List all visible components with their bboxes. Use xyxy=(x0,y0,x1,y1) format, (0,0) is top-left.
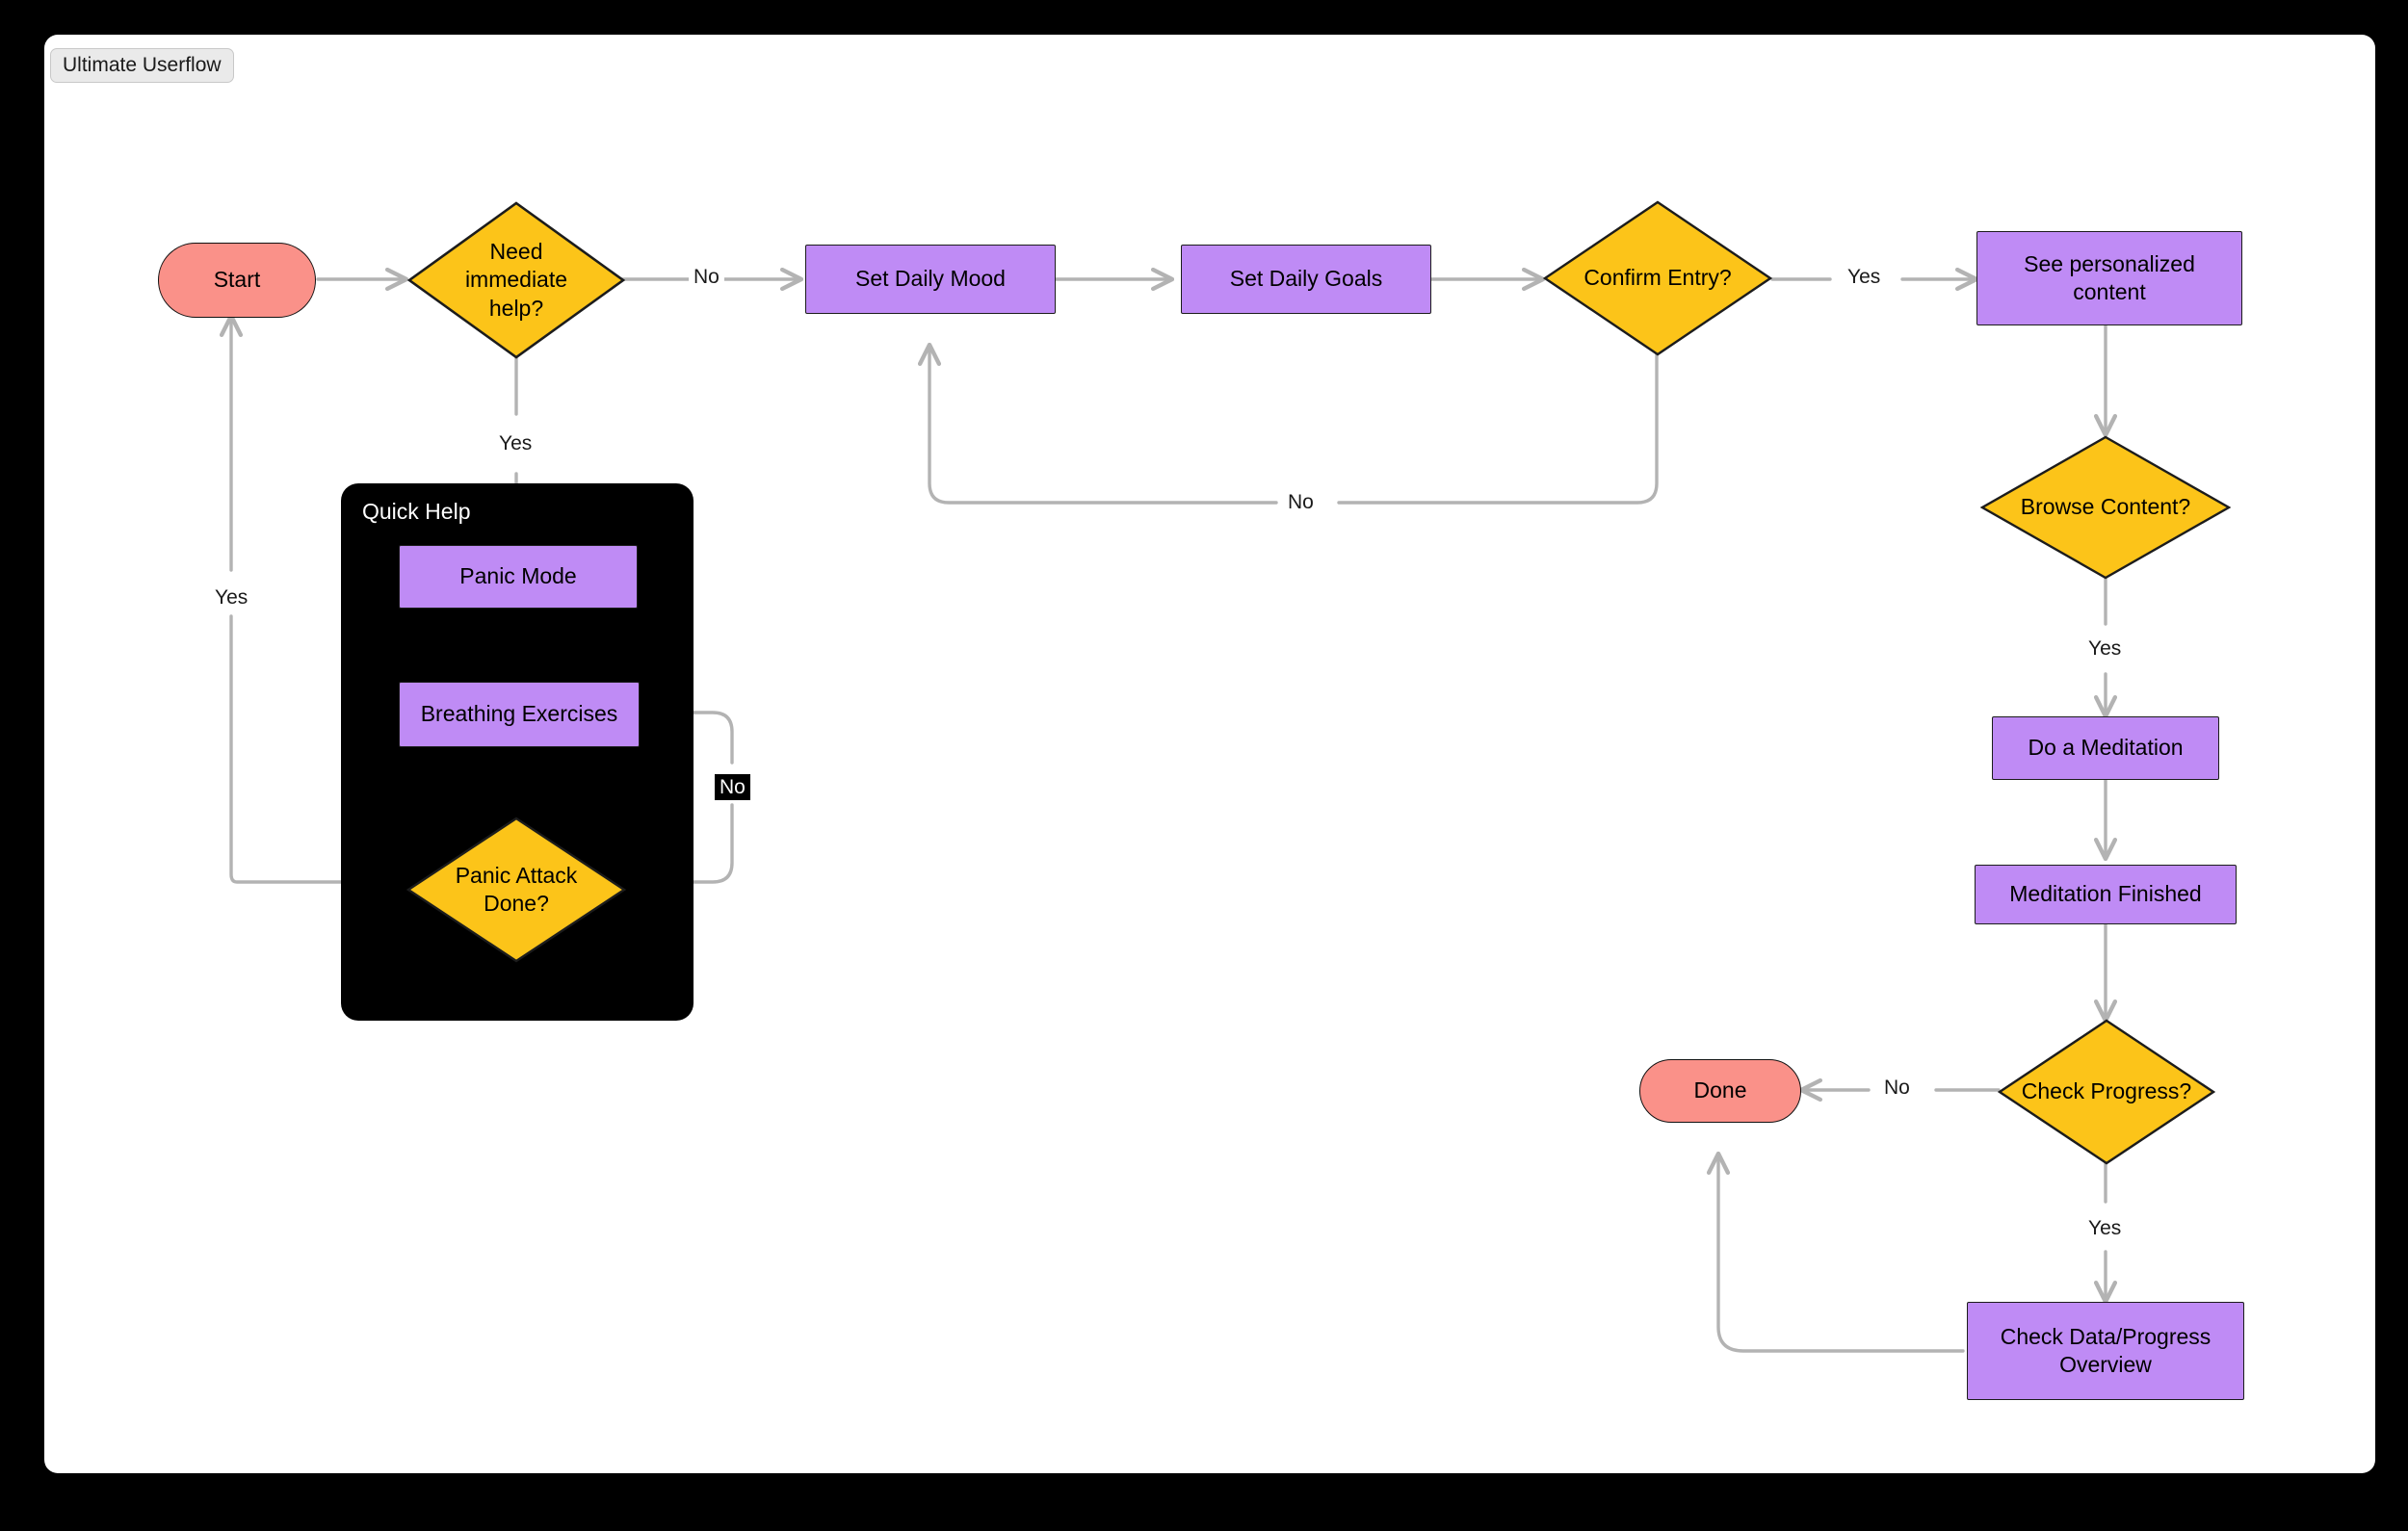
node-check-progress[interactable]: Check Progress? xyxy=(1998,1019,2215,1165)
subgraph-quick-help-title: Quick Help xyxy=(362,499,471,524)
edge-label-confirm-no: No xyxy=(1283,489,1319,516)
node-breathing-exercises[interactable]: Breathing Exercises xyxy=(399,682,640,747)
edge-label-need-help-yes: Yes xyxy=(494,430,537,457)
edge-label-confirm-yes: Yes xyxy=(1843,264,1886,291)
edge-label-attack-done-yes: Yes xyxy=(210,584,253,611)
diagram-title-tab[interactable]: Ultimate Userflow xyxy=(50,48,234,83)
edge-label-need-help-no: No xyxy=(689,264,724,291)
edge-label-check-prog-no: No xyxy=(1879,1075,1915,1102)
diamond-shape-icon xyxy=(1980,435,2231,580)
edge-label-check-prog-yes: Yes xyxy=(2083,1215,2127,1242)
node-start[interactable]: Start xyxy=(158,243,316,318)
node-need-immediate-help[interactable]: Need immediate help? xyxy=(406,200,626,360)
node-check-data-progress-overview[interactable]: Check Data/Progress Overview xyxy=(1967,1302,2244,1400)
node-do-a-meditation[interactable]: Do a Meditation xyxy=(1992,716,2219,780)
node-done[interactable]: Done xyxy=(1639,1059,1801,1123)
node-panic-attack-done[interactable]: Panic Attack Done? xyxy=(406,817,626,963)
node-panic-mode[interactable]: Panic Mode xyxy=(399,545,638,609)
node-see-personalized-content[interactable]: See personalized content xyxy=(1976,231,2242,325)
diamond-shape-icon xyxy=(1543,200,1772,356)
node-confirm-entry[interactable]: Confirm Entry? xyxy=(1543,200,1772,356)
node-meditation-finished[interactable]: Meditation Finished xyxy=(1975,865,2237,924)
edge-label-browse-yes: Yes xyxy=(2083,636,2127,662)
node-set-daily-mood[interactable]: Set Daily Mood xyxy=(805,245,1056,314)
edge-label-attack-done-no: No xyxy=(715,774,750,801)
diamond-shape-icon xyxy=(406,201,626,359)
node-browse-content[interactable]: Browse Content? xyxy=(1980,435,2231,580)
diamond-shape-icon xyxy=(1998,1019,2215,1165)
diamond-shape-icon xyxy=(406,817,626,963)
node-set-daily-goals[interactable]: Set Daily Goals xyxy=(1181,245,1431,314)
